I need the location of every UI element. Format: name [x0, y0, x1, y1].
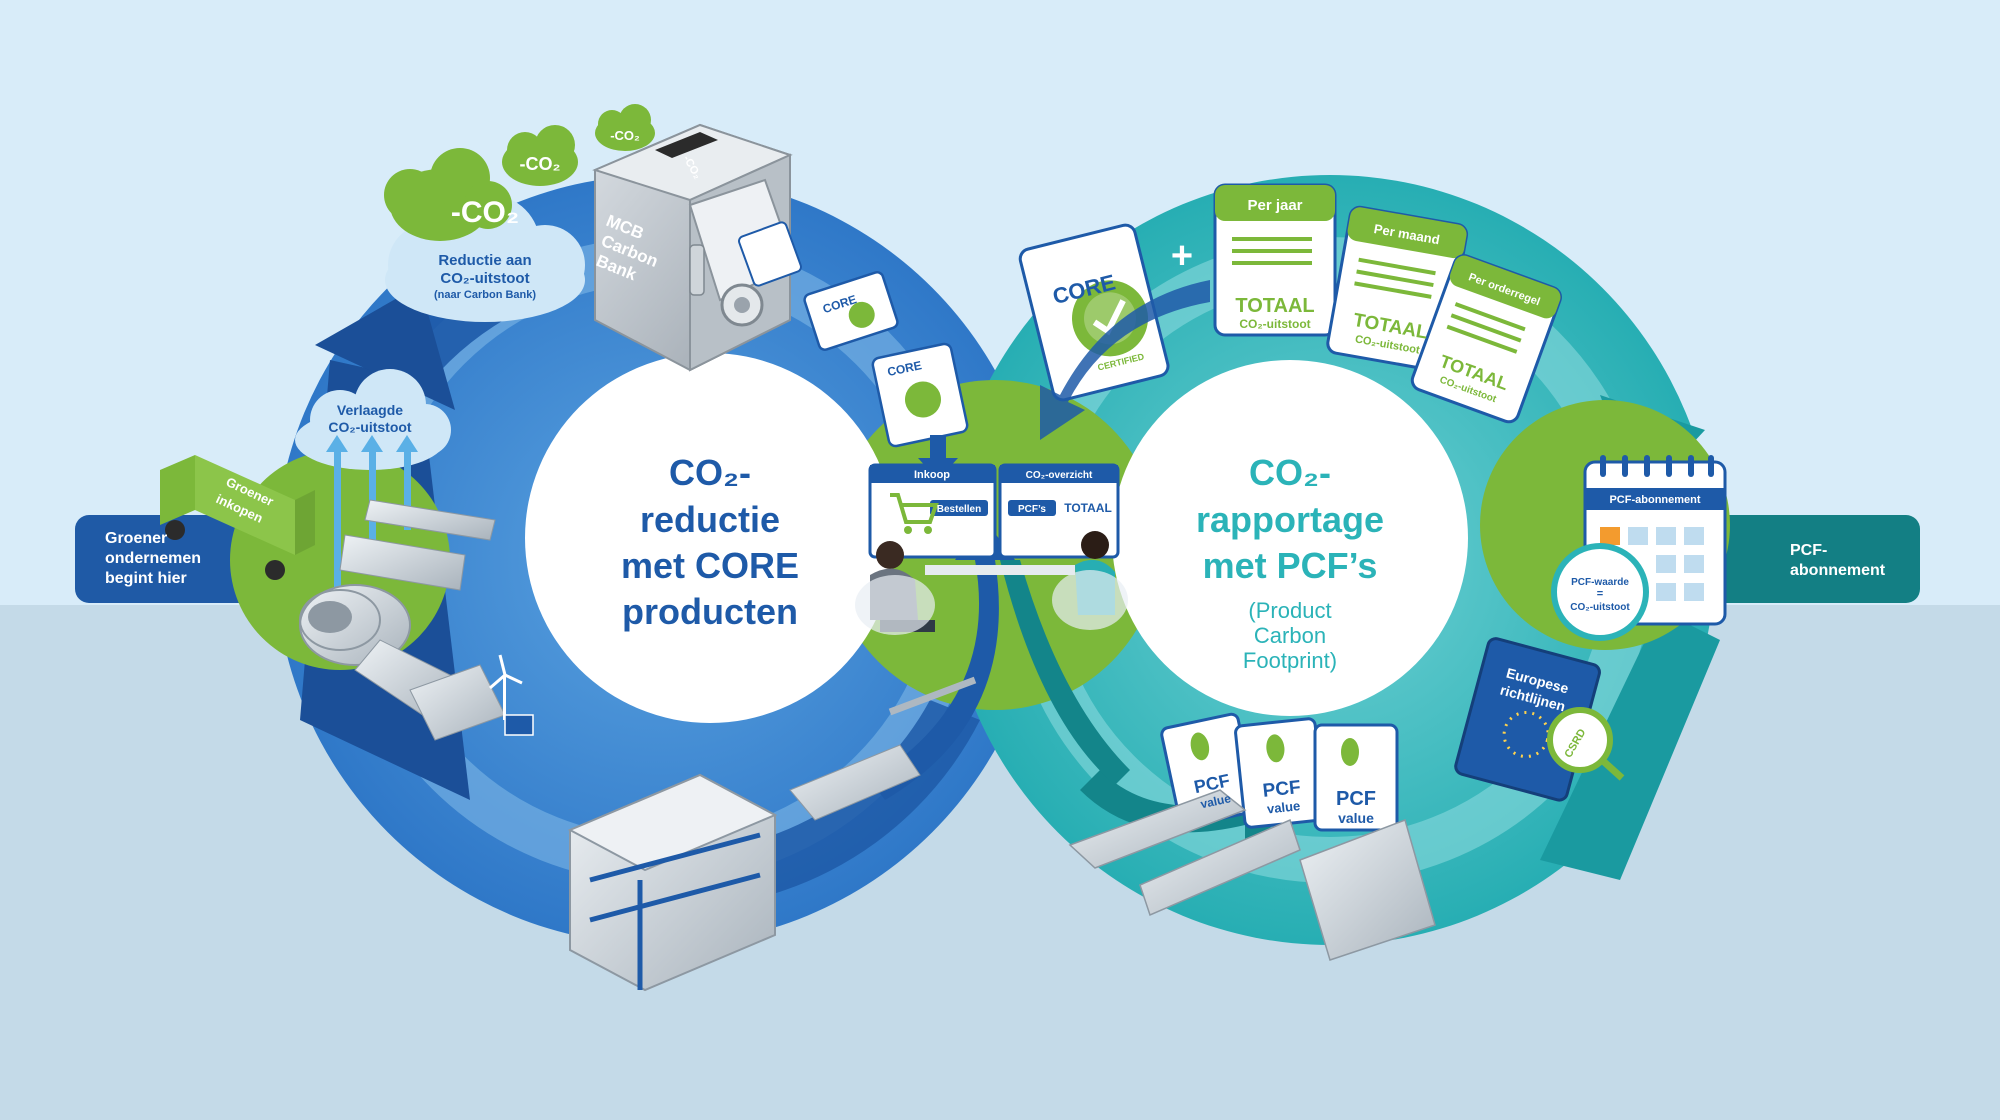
pcf-card-3-line1: PCF	[1336, 788, 1376, 810]
left-center-line1: CO₂-	[669, 452, 751, 493]
right-center-sub1: (Product	[1248, 598, 1331, 623]
up-arrow-1	[334, 450, 341, 595]
right-center-sub3: Footprint)	[1243, 648, 1337, 673]
pcf-card-2-line2: value	[1266, 798, 1301, 816]
monitor-right-total: TOTAAL	[1064, 501, 1112, 515]
left-center-line4: producten	[622, 591, 798, 632]
right-inner-circle	[1112, 360, 1468, 716]
report-arrow	[1040, 280, 1210, 440]
pcf-cards	[1160, 712, 1399, 832]
big-cloud-line3: (naar Carbon Bank)	[434, 289, 536, 301]
steel-tubes	[339, 499, 496, 591]
pcf-card-3-line2: value	[1338, 810, 1374, 826]
plus-sign: +	[1171, 235, 1193, 277]
solar-panel-icon	[504, 714, 534, 736]
report-1-title: Per jaar	[1247, 197, 1302, 214]
left-inner-circle	[525, 353, 895, 723]
small-cloud-1	[502, 125, 578, 186]
calendar-val1: PCF-waarde	[1571, 577, 1629, 588]
monitor-right-tag: PCF’s	[1018, 504, 1046, 515]
small-cloud-2	[595, 104, 655, 151]
big-cloud-line1: Reductie aan	[438, 252, 531, 269]
left-center-line3: met CORE	[621, 545, 799, 586]
steel-rod	[888, 676, 977, 716]
monitor-left-title: Inkoop	[914, 469, 950, 481]
monitor-left	[868, 463, 997, 559]
carbon-bank-safe	[592, 123, 797, 372]
steel-sheet	[789, 744, 921, 821]
bestellen-button: Bestellen	[937, 504, 981, 515]
right-center-line1: CO₂-	[1249, 452, 1331, 493]
footprint-icon	[1190, 732, 1359, 766]
left-tab-line3: begint hier	[105, 570, 187, 587]
right-center-line3: met PCF’s	[1203, 545, 1378, 586]
overlap-arrow-up	[870, 520, 1015, 800]
calendar-eq: =	[1597, 588, 1603, 600]
overlap-arrow-down	[1000, 560, 1130, 785]
report-1-sub: CO₂-uitstoot	[1239, 317, 1310, 331]
calendar-title: PCF-abonnement	[1609, 494, 1700, 506]
report-cards	[1213, 183, 1562, 424]
shopping-cart-icon	[890, 493, 939, 534]
right-loop-arrow-right	[1540, 610, 1720, 880]
small-cloud-1-label: -CO₂	[520, 154, 561, 174]
calendar-val2: CO₂-uitstoot	[1570, 602, 1630, 613]
left-tab-line2: ondernemen	[105, 550, 201, 567]
pcf-card-2-line1: PCF	[1262, 777, 1302, 802]
up-arrow-3	[404, 450, 411, 530]
left-center-line2: reductie	[640, 499, 780, 540]
desk	[925, 565, 1075, 575]
right-tab-line2: abonnement	[1790, 562, 1886, 579]
left-loop-arrow-head	[315, 285, 455, 410]
right-center-line2: rapportage	[1196, 499, 1384, 540]
truck-illustration	[160, 455, 315, 580]
wind-turbine-icon	[489, 654, 523, 720]
pcf-steel	[1068, 789, 1436, 961]
lowered-cloud-line2: CO₂-uitstoot	[328, 419, 412, 435]
big-cloud-line2: CO₂-uitstoot	[440, 270, 529, 287]
left-tab-line1: Groener	[105, 530, 167, 547]
person-right	[1052, 531, 1128, 630]
falling-cards	[738, 221, 969, 448]
big-cloud-co2: -CO₂	[451, 196, 519, 229]
reduction-cloud	[384, 148, 585, 322]
pcf-card-1-line2: value	[1199, 791, 1232, 811]
magnifier-icon	[1547, 707, 1613, 773]
steel-bundle	[567, 773, 778, 992]
lowered-cloud-line1: Verlaagde	[337, 402, 403, 418]
small-cloud-2-label: -CO₂	[610, 128, 640, 143]
report-1-total: TOTAAL	[1235, 295, 1314, 317]
left-scene	[160, 369, 534, 741]
calendar-rings	[1600, 455, 1714, 477]
right-center-sub2: Carbon	[1254, 623, 1326, 648]
right-tab-line1: PCF-	[1790, 542, 1827, 559]
person-left	[855, 541, 935, 635]
monitor-right-title: CO₂-overzicht	[1026, 470, 1093, 481]
